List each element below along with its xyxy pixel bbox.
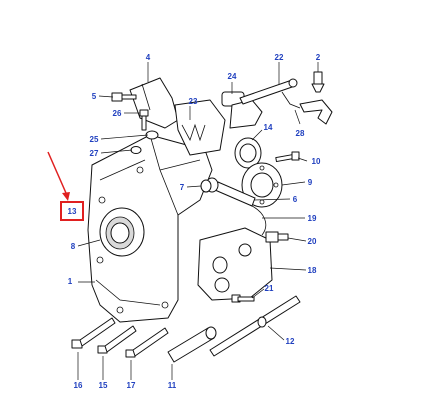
oil-seal-7 [200, 179, 212, 193]
callout-12: 12 [286, 337, 295, 346]
callout-17: 17 [127, 381, 136, 390]
callout-9: 9 [308, 178, 313, 187]
callout-6: 6 [293, 195, 298, 204]
callout-7: 7 [180, 183, 185, 192]
transfer-case-housing [87, 134, 213, 323]
callout-10: 10 [312, 157, 321, 166]
callout-13: 13 [68, 207, 77, 216]
callout-16: 16 [74, 381, 83, 390]
sensor-plug [311, 71, 325, 93]
callout-11: 11 [168, 381, 177, 390]
callout-labels: 1 2 4 5 6 7 8 9 10 11 12 13 14 15 16 17 … [68, 53, 321, 390]
bolt-26 [139, 109, 149, 131]
callout-4: 4 [146, 53, 151, 62]
callout-28: 28 [296, 129, 305, 138]
bearing-seal-ring [99, 207, 145, 257]
callout-14: 14 [264, 123, 273, 132]
callout-23: 23 [189, 97, 198, 106]
highlight-arrow [47, 151, 70, 201]
callout-27: 27 [90, 149, 99, 158]
callout-22: 22 [275, 53, 284, 62]
fitting-20 [265, 231, 289, 243]
callout-5: 5 [92, 92, 97, 101]
callout-18: 18 [308, 266, 317, 275]
callout-1: 1 [68, 277, 73, 286]
bolt-21 [231, 294, 255, 303]
pump-body [197, 227, 273, 301]
washer-27 [130, 146, 142, 154]
retaining-clip [281, 91, 333, 125]
callout-20: 20 [308, 237, 317, 246]
hose-19 [249, 204, 267, 236]
sleeve-11 [167, 326, 217, 363]
callout-2: 2 [316, 53, 321, 62]
bolt-16 [71, 317, 116, 349]
bolt-17 [125, 327, 169, 358]
callout-8: 8 [71, 242, 76, 251]
callout-24: 24 [228, 72, 237, 81]
highlight-box [60, 201, 84, 221]
callout-15: 15 [99, 381, 108, 390]
callout-25: 25 [90, 135, 99, 144]
output-flange-9 [241, 162, 283, 208]
flange-gear-14 [234, 137, 262, 169]
bolt-15 [97, 325, 137, 354]
callout-26: 26 [113, 109, 122, 118]
leader-lines [77, 62, 319, 380]
callout-19: 19 [308, 214, 317, 223]
bolt-10 [275, 151, 300, 163]
callout-21: 21 [265, 284, 274, 293]
pipe-12 [209, 295, 301, 357]
selector-shaft [239, 78, 298, 105]
